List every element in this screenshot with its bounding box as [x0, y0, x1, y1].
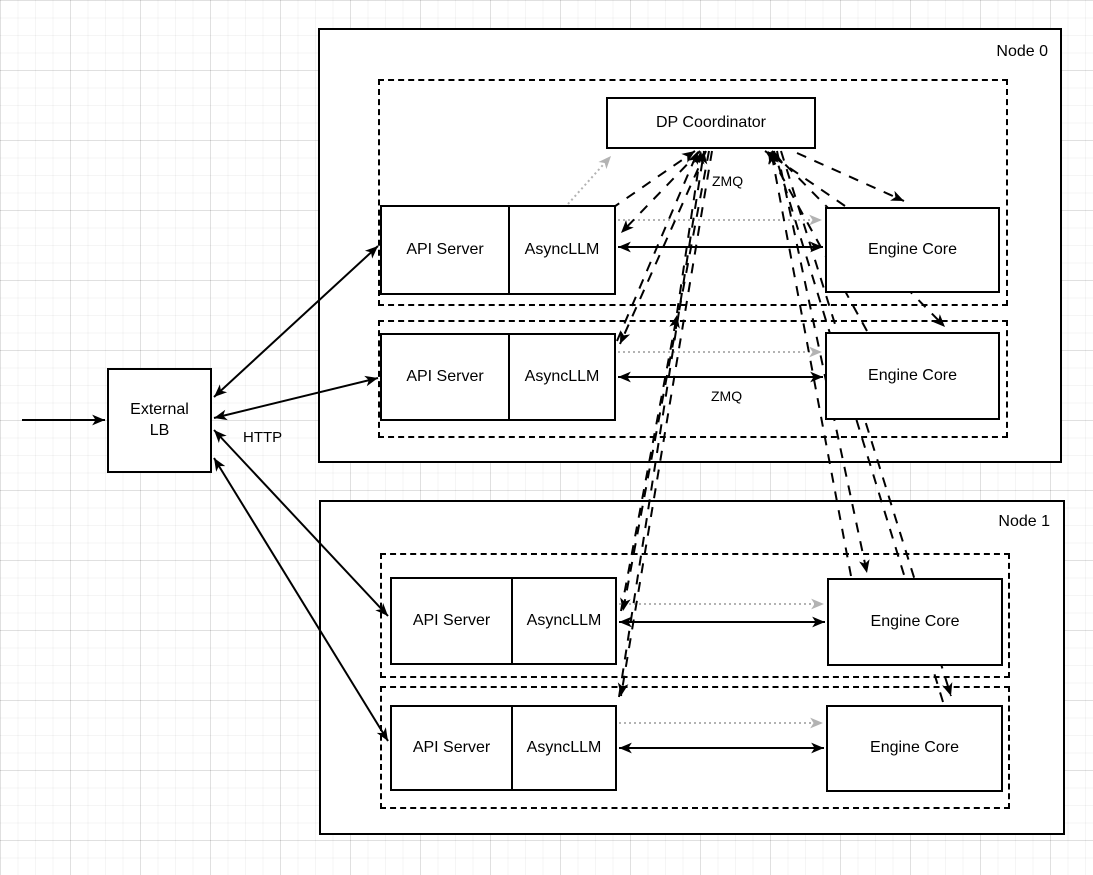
engine-core-box-n0r2: Engine Core: [825, 332, 1000, 420]
external-lb-box: External LB: [107, 368, 212, 473]
api-server-label: API Server: [406, 367, 484, 385]
api-server-cell: API Server: [382, 335, 510, 419]
asyncllm-label: AsyncLLM: [524, 240, 600, 258]
asyncllm-label: AsyncLLM: [524, 367, 600, 385]
engine-core-label: Engine Core: [870, 739, 959, 757]
http-label: HTTP: [243, 429, 283, 446]
engine-core-box-n1r1: Engine Core: [827, 578, 1003, 666]
node1-label: Node 1: [998, 513, 1050, 530]
node0-label: Node 0: [996, 43, 1048, 60]
engine-core-label: Engine Core: [868, 240, 957, 258]
zmq-engine-label: ZMQ: [711, 388, 743, 404]
engine-core-label: Engine Core: [870, 612, 960, 630]
asyncllm-label: AsyncLLM: [526, 611, 602, 629]
api-server-label: API Server: [412, 611, 491, 629]
engine-core-box-n1r2: Engine Core: [826, 705, 1003, 792]
zmq-coordinator-label: ZMQ: [712, 173, 744, 189]
api-server-label: API Server: [412, 738, 491, 756]
api-server-cell: API Server: [392, 707, 513, 789]
engine-core-label: Engine Core: [868, 366, 957, 384]
asyncllm-cell: AsyncLLM: [513, 707, 615, 789]
asyncllm-label: AsyncLLM: [526, 738, 602, 756]
api-server-cell: API Server: [382, 207, 510, 293]
api-asyncllm-box-n0r2: API Server AsyncLLM: [380, 333, 616, 421]
asyncllm-cell: AsyncLLM: [510, 207, 614, 293]
api-asyncllm-box-n1r1: API Server AsyncLLM: [390, 577, 617, 665]
dp-coordinator-label: DP Coordinator: [656, 113, 766, 131]
api-server-cell: API Server: [392, 579, 513, 663]
external-lb-label: External LB: [130, 400, 189, 439]
asyncllm-cell: AsyncLLM: [510, 335, 614, 419]
api-asyncllm-box-n0r1: API Server AsyncLLM: [380, 205, 616, 295]
dp-coordinator-box: DP Coordinator: [606, 97, 816, 149]
api-server-label: API Server: [406, 240, 484, 258]
engine-core-box-n0r1: Engine Core: [825, 207, 1000, 293]
api-asyncllm-box-n1r2: API Server AsyncLLM: [390, 705, 617, 791]
asyncllm-cell: AsyncLLM: [513, 579, 615, 663]
